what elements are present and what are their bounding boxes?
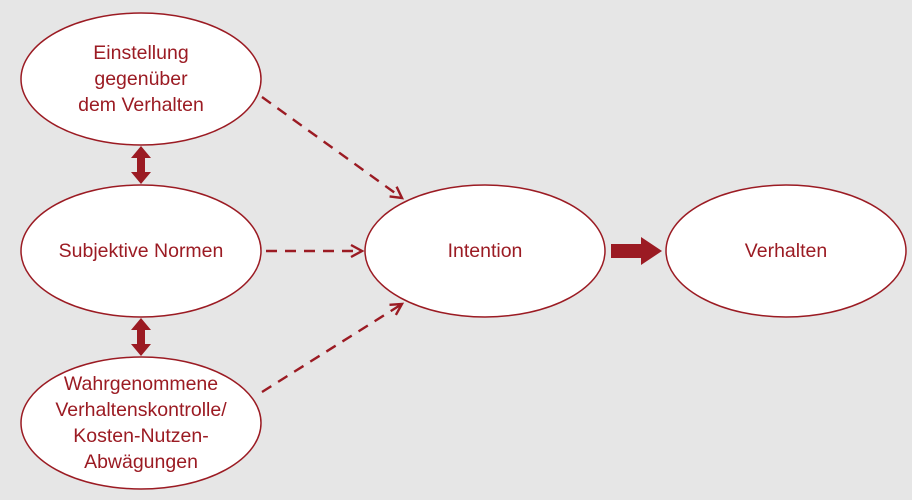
- label-subjektive-normen: Subjektive Normen: [58, 240, 224, 262]
- node-einstellung: [20, 12, 262, 146]
- node-verhaltenskontrolle: [20, 356, 262, 490]
- double-arrow-normen-kontrolle: [131, 318, 151, 356]
- dashed-arrow-einstellung-to-intention: [261, 96, 405, 200]
- node-subjektive-normen: [20, 184, 262, 318]
- node-verhalten: [665, 184, 907, 318]
- node-intention: [364, 184, 606, 318]
- label-verhaltenskontrolle: Wahrgenommene Verhaltenskontrolle/ Koste…: [55, 373, 227, 473]
- dashed-arrow-kontrolle-to-intention: [261, 302, 405, 394]
- solid-arrow-intention-to-verhalten: [611, 237, 662, 265]
- label-einstellung: Einstellung gegenüber dem Verhalten: [78, 42, 204, 116]
- double-arrow-einstellung-normen: [131, 146, 151, 184]
- label-verhalten: Verhalten: [744, 240, 828, 262]
- label-intention: Intention: [447, 240, 523, 262]
